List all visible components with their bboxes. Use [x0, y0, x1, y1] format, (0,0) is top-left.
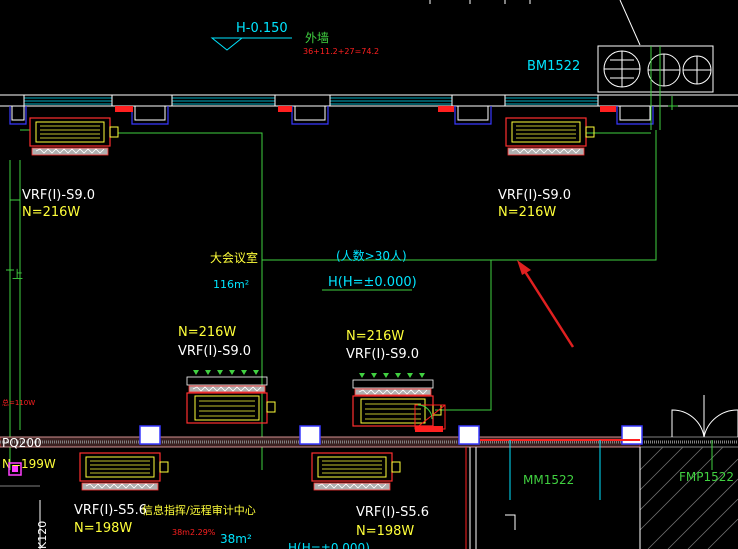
unit-mid-right-model: VRF(I)-S9.0: [346, 347, 419, 362]
room2-area-label: 38m²: [220, 532, 252, 546]
ac-unit-top-left: [29, 117, 119, 156]
exterior-wall-label: 外墙: [305, 31, 329, 45]
left-red-label: 总=110W: [2, 398, 35, 407]
unit-bottom-left-model: VRF(I)-S5.6: [74, 503, 147, 518]
left-bottom-code-label: K120: [36, 521, 49, 549]
door-right-label: FMP1522: [679, 470, 734, 484]
unit-mid-left-power: N=216W: [178, 325, 236, 340]
magenta-marker: [8, 462, 22, 476]
door-area: [465, 395, 738, 549]
ac-unit-top-right: [505, 117, 595, 156]
left-code-label: PQ200: [2, 436, 42, 450]
room2-calc-label: 38m2.29%: [172, 528, 216, 537]
ac-unit-mid-right: [352, 372, 442, 427]
red-pipe-marker: [414, 404, 446, 432]
room-area-label: 116m²: [213, 278, 249, 291]
top-partial-text: [429, 0, 531, 4]
room2-level-label: H(H=±0.000): [288, 541, 370, 549]
unit-top-right-power: N=216W: [498, 205, 556, 220]
refrigerant-piping: [6, 129, 657, 470]
annotation-arrow: [517, 260, 575, 348]
exterior-calc-label: 36+11.2+27=74.2: [303, 47, 379, 56]
window-top-label: BM1522: [527, 59, 580, 74]
level-top-label: H-0.150: [236, 21, 288, 36]
unit-top-left-model: VRF(I)-S9.0: [22, 188, 95, 203]
bottom-wall: [0, 425, 738, 448]
room2-name-label: 信息指挥/远程审计中心: [142, 503, 256, 517]
unit-top-right-model: VRF(I)-S9.0: [498, 188, 571, 203]
unit-bottom-right-power: N=198W: [356, 524, 414, 539]
occupancy-label: (人数>30人): [336, 248, 407, 263]
top-wall: [0, 94, 738, 125]
unit-bottom-left-power: N=198W: [74, 521, 132, 536]
left-up-label: 上: [12, 268, 23, 281]
unit-bottom-right-model: VRF(I)-S5.6: [356, 505, 429, 520]
level-marker-top: [210, 37, 292, 51]
door-left-label: MM1522: [523, 473, 574, 487]
room-name-label: 大会议室: [210, 250, 258, 265]
left-power-label: N=199W: [2, 457, 56, 471]
room-level-label: H(H=±0.000): [328, 275, 417, 290]
ac-unit-bottom-right: [311, 452, 401, 491]
unit-mid-left-model: VRF(I)-S9.0: [178, 344, 251, 359]
unit-mid-right-power: N=216W: [346, 329, 404, 344]
unit-top-left-power: N=216W: [22, 205, 80, 220]
outdoor-fan-units: [597, 0, 714, 130]
ac-unit-bottom-left: [79, 452, 169, 491]
